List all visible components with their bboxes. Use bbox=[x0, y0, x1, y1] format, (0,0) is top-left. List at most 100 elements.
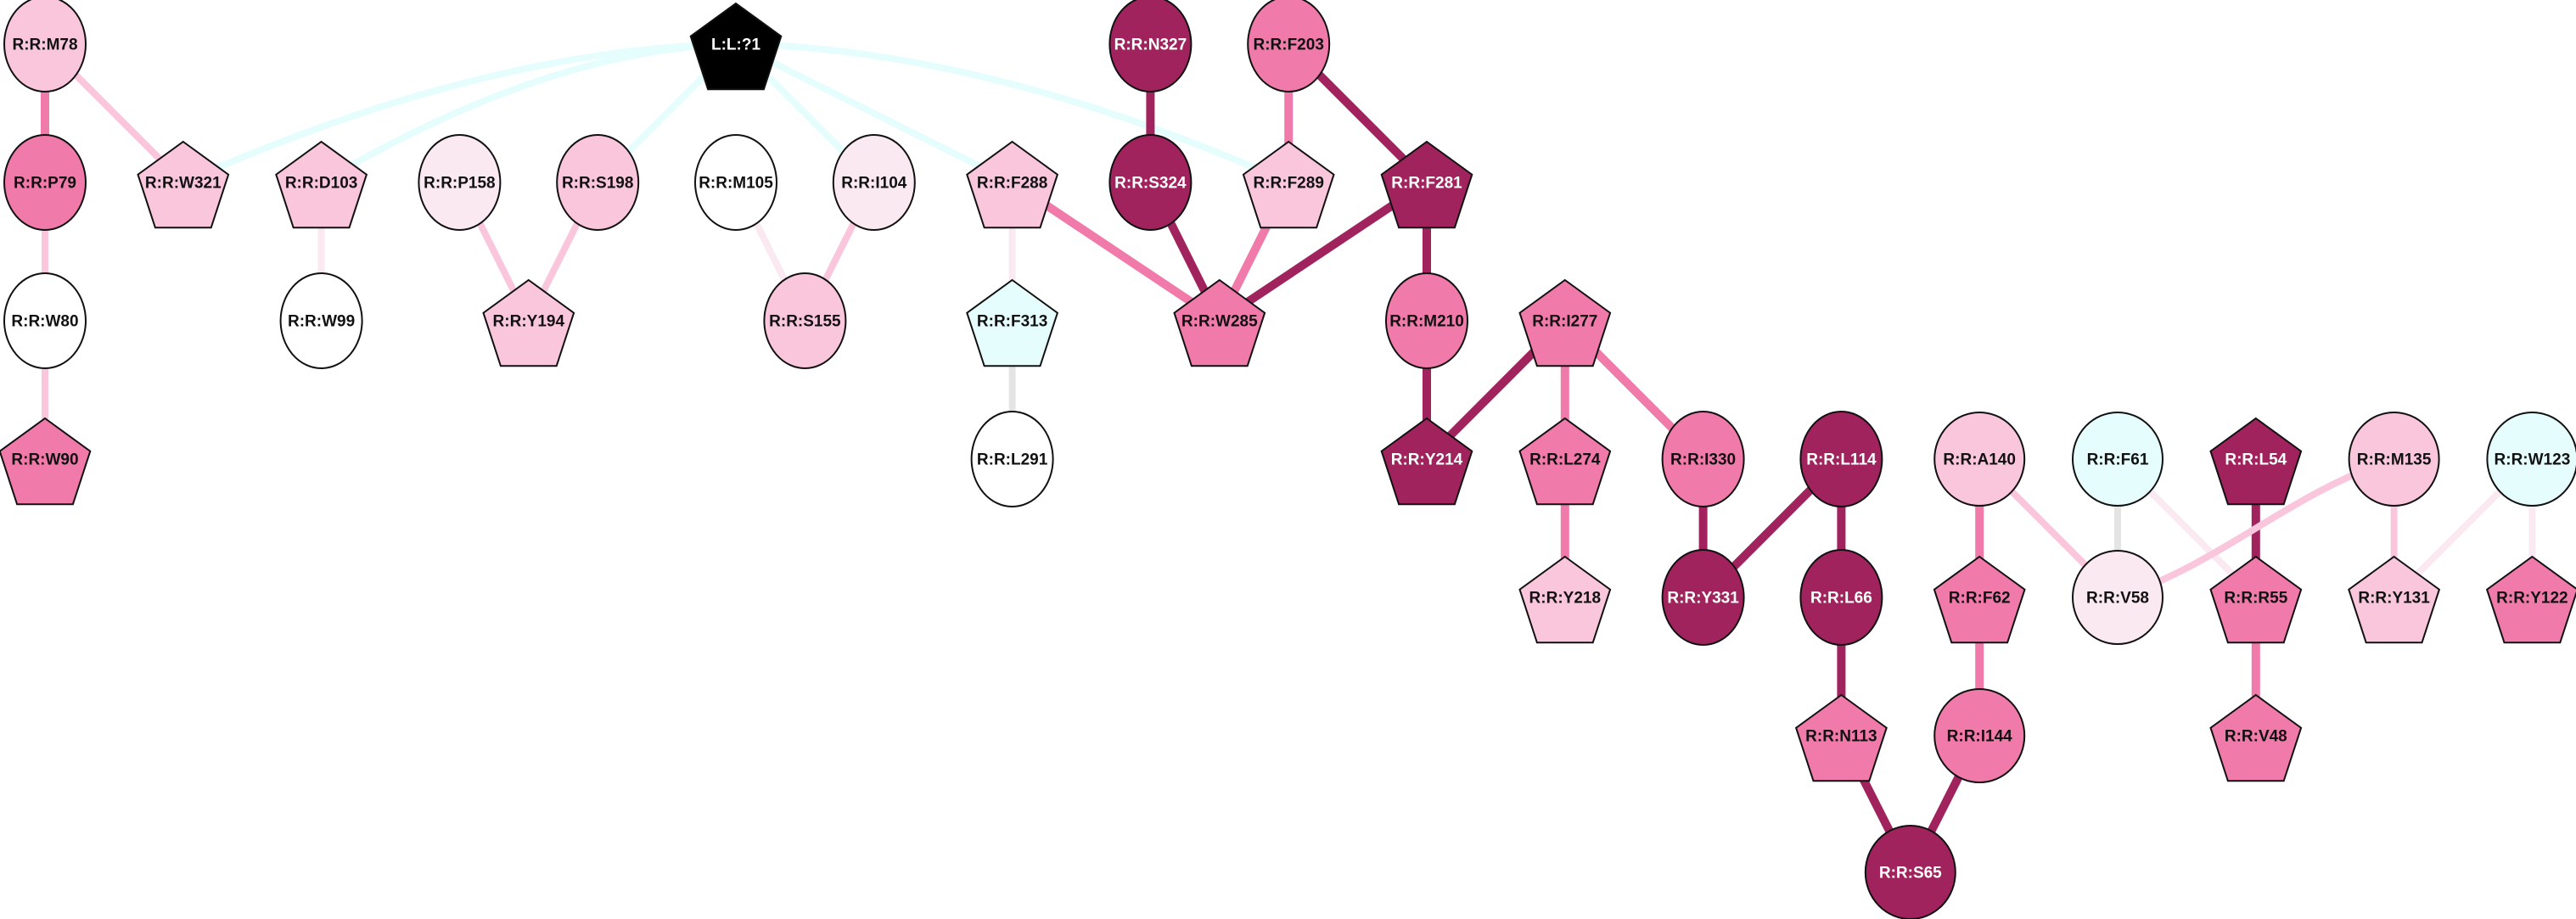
ellipse-node-shape bbox=[3, 134, 87, 231]
pentagon-node-shape bbox=[275, 140, 368, 229]
node-label: R:R:F313 bbox=[977, 313, 1047, 331]
node-label: R:R:F281 bbox=[1391, 175, 1462, 193]
node-w90[interactable]: R:R:W90 bbox=[0, 417, 92, 506]
edge-l1-f289 bbox=[735, 41, 1290, 186]
ellipse-node-shape bbox=[832, 134, 916, 231]
node-w321[interactable]: R:R:W321 bbox=[137, 140, 230, 229]
node-p158[interactable]: R:R:P158 bbox=[418, 134, 502, 231]
node-w123[interactable]: R:R:W123 bbox=[2486, 412, 2576, 507]
pentagon-node-shape bbox=[0, 417, 92, 506]
node-m105[interactable]: R:R:M105 bbox=[694, 134, 777, 231]
pentagon-node-shape bbox=[482, 278, 575, 367]
node-label: R:R:L274 bbox=[1529, 451, 1601, 469]
node-y131[interactable]: R:R:Y131 bbox=[2348, 555, 2441, 644]
node-label: R:R:M135 bbox=[2357, 451, 2432, 469]
node-l274[interactable]: R:R:L274 bbox=[1518, 417, 1612, 506]
node-f62[interactable]: R:R:F62 bbox=[1933, 555, 2026, 644]
node-label: R:R:P158 bbox=[424, 175, 495, 193]
pentagon-node-shape bbox=[2209, 693, 2303, 782]
node-label: R:R:Y218 bbox=[1529, 590, 1601, 608]
node-l291[interactable]: R:R:L291 bbox=[970, 411, 1054, 507]
node-l66[interactable]: R:R:L66 bbox=[1799, 549, 1883, 646]
node-a140[interactable]: R:R:A140 bbox=[1933, 412, 2026, 507]
node-s155[interactable]: R:R:S155 bbox=[763, 272, 847, 369]
node-label: R:R:Y214 bbox=[1391, 451, 1463, 469]
node-i104[interactable]: R:R:I104 bbox=[832, 134, 916, 231]
node-y214[interactable]: R:R:Y214 bbox=[1380, 417, 1473, 506]
node-w285[interactable]: R:R:W285 bbox=[1173, 278, 1266, 367]
node-l54[interactable]: R:R:L54 bbox=[2209, 417, 2303, 506]
node-y218[interactable]: R:R:Y218 bbox=[1518, 555, 1612, 644]
ellipse-node-shape bbox=[1247, 0, 1331, 92]
node-y194[interactable]: R:R:Y194 bbox=[482, 278, 575, 367]
node-d103[interactable]: R:R:D103 bbox=[275, 140, 368, 229]
node-label: R:R:F61 bbox=[2087, 451, 2149, 469]
node-label: R:R:Y331 bbox=[1667, 590, 1739, 608]
node-label: R:R:I144 bbox=[1947, 728, 2013, 746]
node-label: R:R:W80 bbox=[11, 313, 78, 331]
node-label: R:R:V58 bbox=[2086, 590, 2149, 608]
node-f289[interactable]: R:R:F289 bbox=[1242, 140, 1335, 229]
pentagon-node-shape bbox=[1242, 140, 1335, 229]
node-f281[interactable]: R:R:F281 bbox=[1380, 140, 1473, 229]
node-label: R:R:W99 bbox=[288, 313, 355, 331]
node-f313[interactable]: R:R:F313 bbox=[966, 278, 1059, 367]
pentagon-node-shape bbox=[2209, 417, 2303, 506]
node-f61[interactable]: R:R:F61 bbox=[2072, 412, 2164, 507]
node-label: R:R:F203 bbox=[1253, 36, 1323, 54]
ellipse-node-shape bbox=[1661, 549, 1745, 646]
node-s198[interactable]: R:R:S198 bbox=[556, 134, 640, 231]
node-label: R:R:I104 bbox=[841, 175, 907, 193]
node-label: R:R:V48 bbox=[2225, 728, 2287, 746]
node-label: L:L:?1 bbox=[711, 36, 760, 54]
pentagon-node-shape bbox=[2348, 555, 2441, 644]
node-p79[interactable]: R:R:P79 bbox=[3, 134, 87, 231]
node-l1[interactable]: L:L:?1 bbox=[689, 2, 783, 91]
pentagon-node-shape bbox=[1933, 555, 2026, 644]
node-label: R:R:N113 bbox=[1805, 728, 1877, 746]
node-i277[interactable]: R:R:I277 bbox=[1518, 278, 1612, 367]
node-f288[interactable]: R:R:F288 bbox=[966, 140, 1059, 229]
node-label: R:R:L114 bbox=[1806, 451, 1877, 469]
edge-l1-w321 bbox=[182, 41, 737, 186]
node-y331[interactable]: R:R:Y331 bbox=[1661, 549, 1745, 646]
node-f203[interactable]: R:R:F203 bbox=[1247, 0, 1331, 92]
ellipse-node-shape bbox=[694, 134, 777, 231]
node-label: R:R:L66 bbox=[1810, 590, 1872, 608]
ellipse-node-shape bbox=[763, 272, 847, 369]
node-l114[interactable]: R:R:L114 bbox=[1799, 411, 1883, 507]
node-label: R:R:W321 bbox=[145, 175, 222, 193]
node-label: R:R:W123 bbox=[2495, 451, 2571, 469]
node-v48[interactable]: R:R:V48 bbox=[2209, 693, 2303, 782]
node-label: R:R:Y194 bbox=[493, 313, 565, 331]
node-r55[interactable]: R:R:R55 bbox=[2209, 555, 2303, 644]
node-w99[interactable]: R:R:W99 bbox=[279, 272, 363, 369]
node-label: R:R:S65 bbox=[1879, 865, 1942, 883]
node-i330[interactable]: R:R:I330 bbox=[1661, 411, 1745, 507]
node-label: R:R:S324 bbox=[1114, 175, 1187, 193]
node-i144[interactable]: R:R:I144 bbox=[1933, 688, 2026, 783]
node-n113[interactable]: R:R:N113 bbox=[1794, 693, 1888, 782]
ellipse-node-shape bbox=[556, 134, 640, 231]
pentagon-node-shape bbox=[2209, 555, 2303, 644]
node-y122[interactable]: R:R:Y122 bbox=[2485, 555, 2576, 644]
pentagon-node-shape bbox=[966, 278, 1059, 367]
ellipse-node-shape bbox=[1799, 549, 1883, 646]
ellipse-node-shape bbox=[1661, 411, 1745, 507]
node-label: R:R:F288 bbox=[977, 175, 1047, 193]
pentagon-node-shape bbox=[1518, 278, 1612, 367]
node-label: R:R:I277 bbox=[1532, 313, 1597, 331]
pentagon-node-shape bbox=[966, 140, 1059, 229]
node-m210[interactable]: R:R:M210 bbox=[1385, 272, 1468, 369]
node-v58[interactable]: R:R:V58 bbox=[2072, 550, 2164, 645]
node-w80[interactable]: R:R:W80 bbox=[3, 272, 87, 369]
node-n327[interactable]: R:R:N327 bbox=[1108, 0, 1193, 92]
node-m78[interactable]: R:R:M78 bbox=[3, 0, 87, 92]
node-s324[interactable]: R:R:S324 bbox=[1108, 134, 1193, 231]
pentagon-node-shape bbox=[2485, 555, 2576, 644]
node-s65[interactable]: R:R:S65 bbox=[1864, 825, 1956, 919]
ellipse-node-shape bbox=[3, 272, 87, 369]
node-m135[interactable]: R:R:M135 bbox=[2348, 412, 2440, 507]
node-label: R:R:S198 bbox=[562, 175, 633, 193]
